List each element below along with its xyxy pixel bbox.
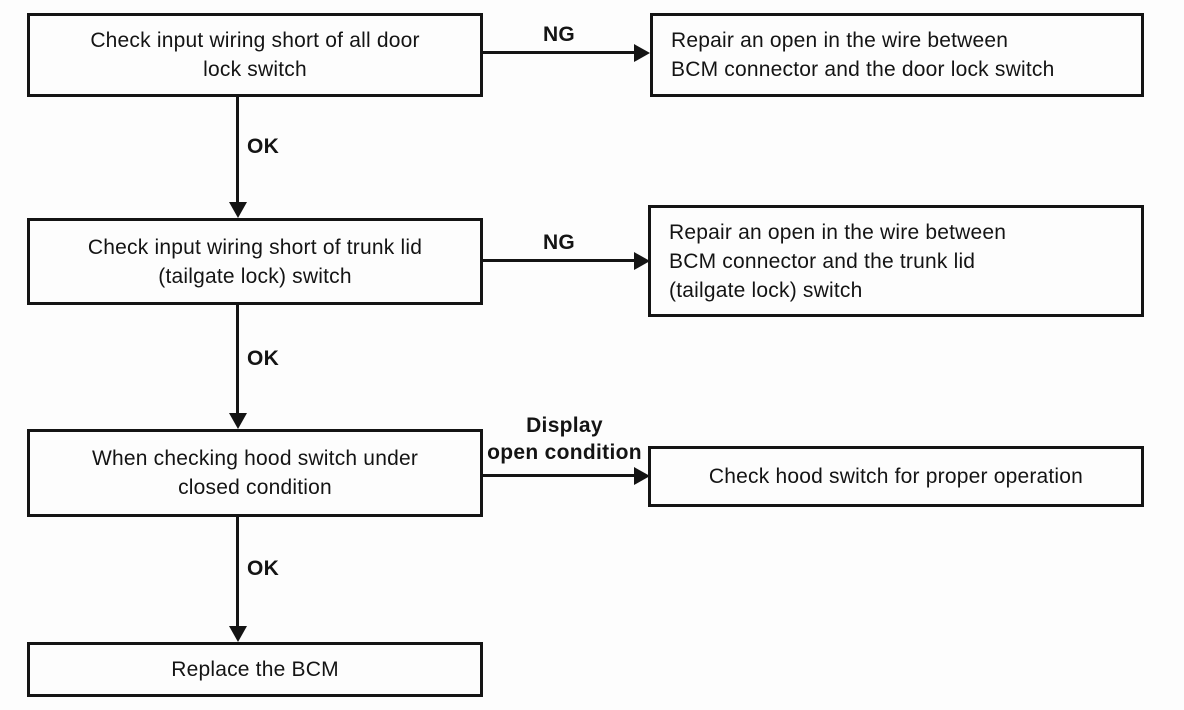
ng-arrow-1-line: [483, 51, 635, 54]
node-text-line: Repair an open in the wire between: [671, 29, 1009, 52]
ng-arrow-2-head: [634, 252, 650, 270]
flow-step-replace-bcm: Replace the BCM: [27, 642, 483, 697]
edge-label-ng-1: NG: [542, 23, 576, 46]
node-text-line: Repair an open in the wire between: [669, 220, 1007, 244]
flow-outcome-repair-trunk-lid-wire: Repair an open in the wire between BCM c…: [648, 205, 1144, 317]
flow-outcome-check-hood-switch-operation: Check hood switch for proper operation: [648, 446, 1144, 507]
flow-outcome-repair-door-lock-wire: Repair an open in the wire between BCM c…: [650, 13, 1144, 97]
node-text-line: closed condition: [178, 476, 332, 499]
node-text-line: Check hood switch for proper operation: [708, 465, 1084, 488]
ok-arrow-1-line: [236, 97, 239, 203]
ok-arrow-2-head: [229, 413, 247, 429]
ng-arrow-1-head: [634, 44, 650, 62]
ok-arrow-3-head: [229, 626, 247, 642]
ok-arrow-3-line: [236, 517, 239, 627]
edge-label-ok-1: OK: [247, 135, 280, 158]
ok-arrow-1-head: [229, 202, 247, 218]
display-condition-arrow-head: [634, 467, 650, 485]
node-text-line: Check input wiring short of all door: [90, 29, 420, 52]
edge-label-line: Display: [526, 414, 603, 437]
display-condition-arrow-line: [483, 474, 635, 477]
node-text-line: BCM connector and the door lock switch: [671, 58, 1055, 81]
edge-label-display-open-condition: Display open condition: [481, 412, 648, 466]
edge-label-ng-2: NG: [542, 231, 576, 254]
edge-label-ok-2: OK: [247, 347, 280, 370]
flow-step-door-lock-switch-wiring-check: Check input wiring short of all door loc…: [27, 13, 483, 97]
edge-label-ok-3: OK: [247, 557, 280, 580]
node-text-line: lock switch: [203, 58, 307, 81]
ok-arrow-2-line: [236, 305, 239, 414]
flow-step-trunk-lid-switch-wiring-check: Check input wiring short of trunk lid (t…: [27, 218, 483, 305]
node-text-line: Replace the BCM: [171, 658, 339, 681]
ng-arrow-2-line: [483, 259, 635, 262]
node-text-line: (tailgate lock) switch: [669, 278, 863, 302]
edge-label-line: open condition: [487, 441, 642, 464]
node-text-line: (tailgate lock) switch: [158, 264, 352, 288]
node-text-line: BCM connector and the trunk lid: [669, 249, 976, 273]
node-text-line: When checking hood switch under: [91, 447, 419, 470]
node-text-line: Check input wiring short of trunk lid: [87, 235, 423, 259]
flow-step-hood-switch-closed-check: When checking hood switch under closed c…: [27, 429, 483, 517]
